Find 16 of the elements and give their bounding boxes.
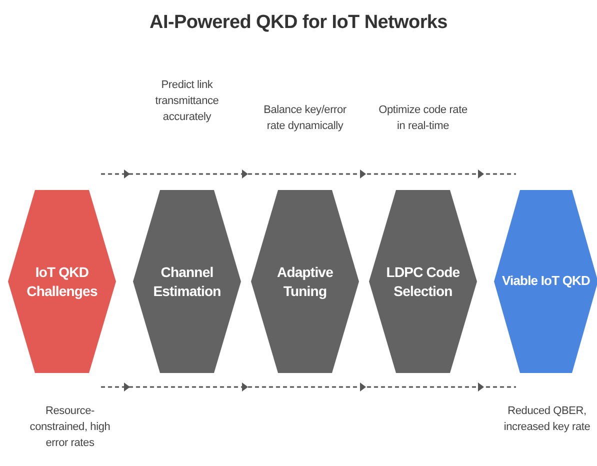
step-label: IoT QKD Challenges <box>26 263 98 300</box>
step-note: Resource-constrained, high error rates <box>28 404 112 451</box>
step-label: Viable IoT QKD <box>502 273 590 290</box>
step-note: Predict link transmittance accurately <box>154 78 220 125</box>
step-label: LDPC Code Selection <box>385 263 461 300</box>
diagram-title: AI-Powered QKD for IoT Networks <box>148 12 448 34</box>
process-hexagon <box>251 190 359 373</box>
step-label: Adaptive Tuning <box>276 263 334 300</box>
step-note: Reduced QBER, increased key rate <box>502 404 592 435</box>
outcome-hexagon <box>494 190 597 373</box>
process-hexagon <box>133 190 241 373</box>
step-note: Optimize code rate in real-time <box>378 103 468 134</box>
step-note: Balance key/error rate dynamically <box>262 103 348 134</box>
challenge-hexagon <box>8 190 116 373</box>
step-label: Channel Estimation <box>152 263 222 300</box>
process-hexagon <box>369 190 477 373</box>
